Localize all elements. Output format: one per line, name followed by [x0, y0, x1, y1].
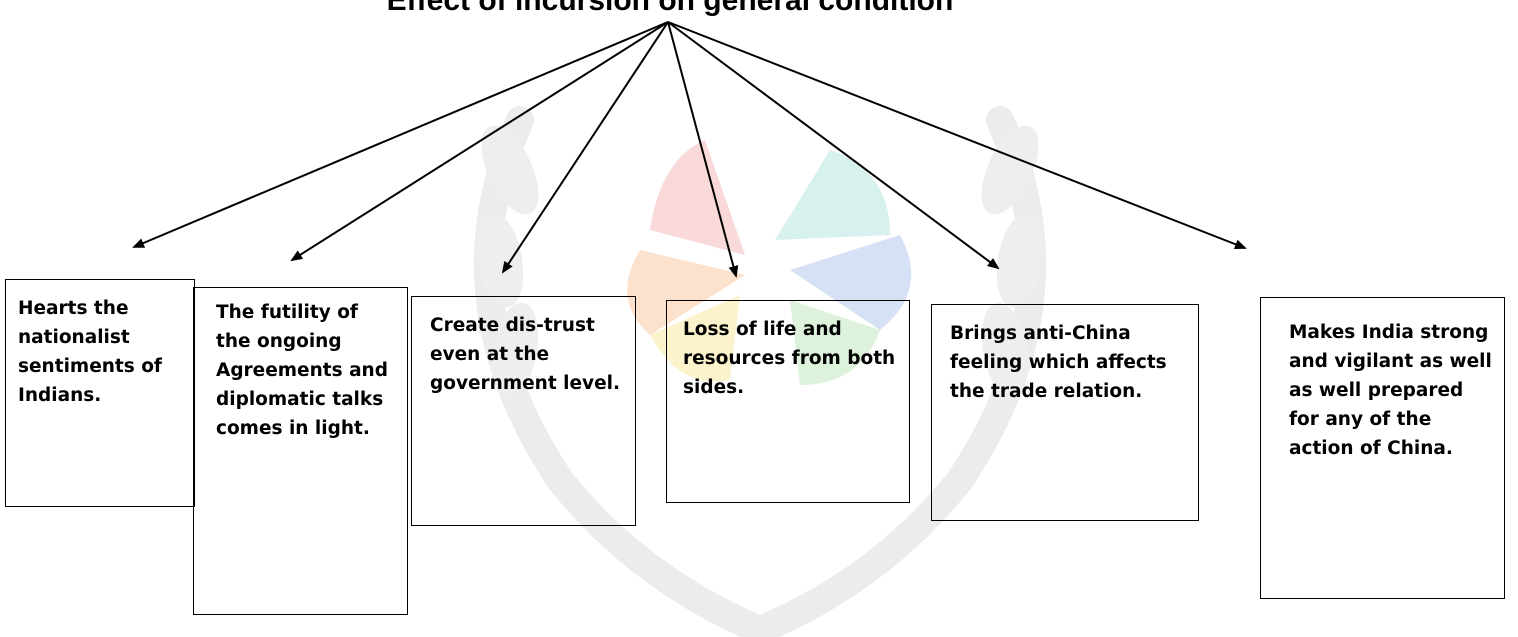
arrow-to-box-5: [667, 21, 1000, 270]
arrow-to-box-6: [667, 21, 1247, 250]
effect-box-futility-of-agreements: The futility of the ongoing Agreements a…: [193, 287, 408, 615]
effect-box-nationalist-sentiments: Hearts the nationalist sentiments of Ind…: [5, 279, 195, 507]
diagram-title: Effect of incursion on general condition: [386, 0, 954, 17]
effect-box-anti-china-feeling: Brings anti-China feeling which affects …: [931, 304, 1199, 521]
effect-box-loss-of-life: Loss of life and resources from both sid…: [666, 300, 910, 503]
arrow-to-box-2: [290, 21, 669, 262]
arrow-to-box-3: [501, 21, 669, 274]
effect-box-distrust-government: Create dis-trust even at the government …: [411, 296, 636, 526]
arrow-to-box-4: [667, 21, 739, 278]
arrow-to-box-1: [132, 21, 669, 248]
effect-box-india-strong-vigilant: Makes India strong and vigilant as well …: [1260, 297, 1505, 599]
